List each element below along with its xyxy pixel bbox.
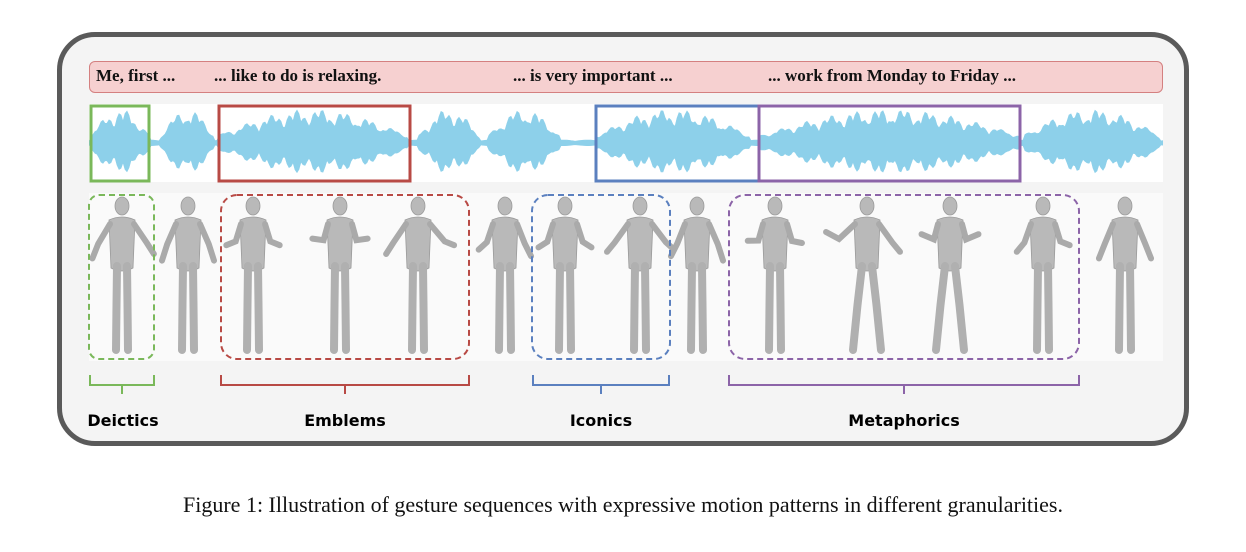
metaphorics-brace [728, 375, 1080, 394]
label-emblems: Emblems [304, 411, 386, 430]
metaphorics-audio-box [757, 104, 1022, 183]
transcript-segment: ... like to do is relaxing. [214, 66, 382, 85]
gesture-figure [918, 196, 982, 354]
gesture-figure [667, 196, 727, 354]
iconics-audio-box [594, 104, 761, 183]
label-deictics: Deictics [87, 411, 159, 430]
deictics-audio-box [89, 104, 151, 183]
transcript-segment: ... work from Monday to Friday ... [768, 66, 1017, 85]
deictics-brace [89, 375, 155, 394]
gesture-figures [89, 196, 1155, 354]
audio-waveform [89, 109, 1163, 174]
gesture-figure [535, 196, 595, 354]
gesture-figure [223, 196, 283, 354]
pose-strip [89, 193, 1163, 361]
gesture-figure [89, 196, 157, 354]
transcript-segment: Me, first ... [96, 66, 176, 85]
emblems-brace [220, 375, 470, 394]
emblems-audio-box [217, 104, 412, 183]
label-iconics: Iconics [569, 411, 633, 430]
gesture-figure [604, 196, 678, 354]
iconics-pose-box [531, 194, 671, 360]
deictics-pose-box [88, 194, 155, 360]
transcript-bar [89, 61, 1163, 93]
gesture-figure [158, 196, 218, 354]
gesture-figure [1013, 196, 1073, 354]
emblems-pose-box [220, 194, 470, 360]
gesture-figure [1095, 196, 1155, 354]
transcript-segment: ... is very important ... [513, 66, 673, 85]
gesture-figure [823, 196, 903, 354]
gesture-figure [475, 196, 535, 354]
iconics-brace [532, 375, 670, 394]
gesture-figure [309, 196, 371, 354]
gesture-figure [744, 196, 805, 354]
label-metaphorics: Metaphorics [848, 411, 960, 430]
gesture-figure [383, 196, 458, 354]
figure-caption: Figure 1: Illustration of gesture sequen… [183, 492, 1063, 517]
